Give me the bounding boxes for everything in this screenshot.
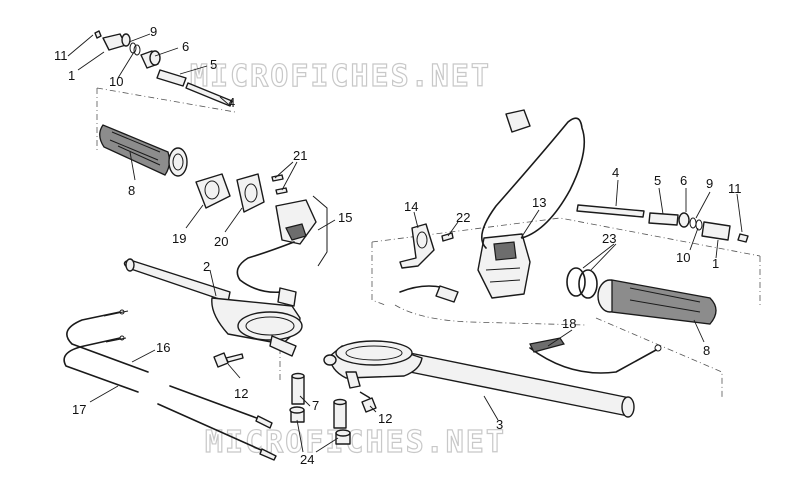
connector-13 [505, 109, 531, 133]
callout-14: 14 [404, 199, 418, 214]
right-end-cap-assembly [576, 204, 749, 243]
left-switch-15 [236, 195, 328, 307]
bolt-12-right [359, 391, 377, 413]
clamp-ring-3 [335, 340, 413, 366]
callout-24: 24 [300, 452, 314, 467]
watermark-top: MICROFICHES.NET [190, 59, 491, 94]
callout-5-left: 5 [210, 57, 217, 72]
right-handlebar-tube [399, 351, 635, 417]
rod-4-left [185, 82, 233, 107]
callout-17: 17 [72, 402, 86, 417]
watermark-bottom: MICROFICHES.NET [205, 425, 506, 460]
leader-lines [67, 33, 743, 453]
callout-5-right: 5 [654, 173, 661, 188]
callout-4-right: 4 [612, 165, 619, 180]
washer-10-left [133, 44, 141, 56]
callout-12-left: 12 [234, 386, 248, 401]
callout-3: 3 [496, 417, 503, 432]
left-handlebar-tube [123, 259, 231, 303]
switch-clamp-19-20 [195, 173, 288, 213]
spacer-6-face [149, 50, 161, 66]
right-grip-8 [597, 279, 717, 325]
clamp-ring-2 [237, 311, 303, 341]
callout-9-right: 9 [706, 176, 713, 191]
callout-4-left: 4 [228, 95, 235, 110]
callout-11-left: 11 [54, 48, 68, 63]
washer-10-right [695, 219, 703, 231]
screw-11-right [737, 233, 749, 243]
throttle-cables-16-17 [63, 309, 149, 393]
callout-12-right: 12 [378, 411, 392, 426]
bracket-14 [399, 223, 454, 269]
bushing-5-left [156, 69, 187, 87]
clutch-cables [157, 385, 277, 461]
assembly-guides [96, 87, 761, 398]
callout-16: 16 [156, 340, 170, 355]
callout-21: 21 [293, 148, 307, 163]
o-ring-9-right [689, 217, 697, 229]
callout-19: 19 [172, 231, 186, 246]
left-grip-8 [99, 124, 188, 177]
bolt-12-left [213, 352, 244, 368]
callout-2: 2 [203, 259, 210, 274]
screw-22 [441, 232, 454, 242]
callout-15: 15 [338, 210, 352, 225]
callout-6-left: 6 [182, 39, 189, 54]
callout-7: 7 [312, 398, 319, 413]
callout-9-left: 9 [150, 24, 157, 39]
callout-23: 23 [602, 231, 616, 246]
o-ring-9-left [129, 42, 137, 54]
screw-11-left [94, 30, 102, 39]
right-switch-13 [477, 109, 586, 299]
connector-15 [277, 287, 297, 307]
clamp-19 [195, 173, 231, 209]
callout-10-right: 10 [676, 250, 690, 265]
o-rings-23 [566, 267, 598, 299]
spacer-6-right [678, 212, 690, 228]
callout-20: 20 [214, 234, 228, 249]
bar-end-weight-right [701, 221, 731, 241]
callout-22: 22 [456, 210, 470, 225]
callout-10-left: 10 [109, 74, 123, 89]
callout-1-left: 1 [68, 68, 75, 83]
callout-labels: 11 1 9 10 6 5 4 8 21 15 19 20 2 12 16 17… [54, 24, 742, 467]
clamp-20 [236, 173, 265, 213]
left-clip-on-2 [123, 258, 303, 357]
right-clip-on-3 [323, 340, 635, 418]
bar-end-insert-left [121, 33, 131, 47]
screw-21b [275, 187, 288, 195]
screw-21a [271, 174, 284, 182]
callout-6-right: 6 [680, 173, 687, 188]
callout-13: 13 [532, 195, 546, 210]
rod-4-right [576, 204, 645, 218]
callout-1-right: 1 [712, 256, 719, 271]
callout-11-right: 11 [728, 181, 742, 196]
callout-8-left: 8 [128, 183, 135, 198]
callout-8-right: 8 [703, 343, 710, 358]
bushing-5-right [648, 212, 679, 226]
callout-18: 18 [562, 316, 576, 331]
